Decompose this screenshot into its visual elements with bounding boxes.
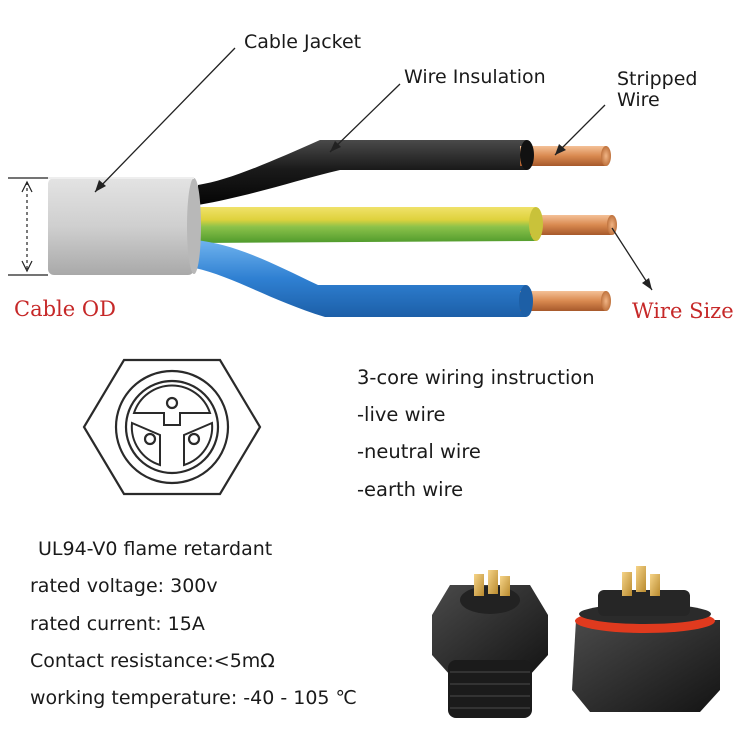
wire-insulation-label: Wire Insulation bbox=[404, 66, 546, 88]
wire-size-label: Wire Size bbox=[632, 299, 734, 323]
plug-connector bbox=[572, 566, 720, 712]
spec-item: rated voltage: 300v bbox=[30, 575, 218, 597]
live-wire-copper bbox=[520, 146, 606, 166]
stripped-wire-label-line1: Stripped bbox=[617, 68, 698, 90]
stripped-wire-leader bbox=[554, 104, 606, 156]
wire-insulation-leader bbox=[329, 83, 401, 153]
cable-jacket bbox=[48, 177, 201, 275]
spec-item: UL94-V0 flame retardant bbox=[38, 538, 273, 560]
neutral-wire-copper bbox=[520, 291, 606, 311]
cable-jacket-leader bbox=[94, 47, 236, 193]
earth-wire bbox=[195, 207, 617, 243]
spec-item: Contact resistance:<5mΩ bbox=[30, 650, 275, 672]
spec-item: rated current: 15A bbox=[30, 613, 205, 635]
wire-size-leader bbox=[611, 227, 653, 291]
instruction-item: -live wire bbox=[357, 403, 446, 426]
neutral-wire bbox=[195, 240, 611, 317]
live-wire bbox=[198, 140, 611, 205]
callout-lines bbox=[94, 47, 653, 291]
stripped-wire-label-line2: Wire bbox=[617, 89, 660, 111]
cable-od-label: Cable OD bbox=[14, 297, 116, 321]
instruction-item: -earth wire bbox=[357, 478, 464, 501]
three-pin-socket-icon bbox=[82, 358, 262, 496]
instruction-item: -neutral wire bbox=[357, 440, 481, 463]
earth-wire-copper bbox=[530, 215, 612, 235]
cable-od-dimension bbox=[8, 177, 48, 276]
spec-item: working temperature: -40 - 105 ℃ bbox=[30, 687, 357, 709]
instructions-title: 3-core wiring instruction bbox=[357, 366, 595, 389]
cable-jacket-label: Cable Jacket bbox=[244, 31, 362, 53]
panel-connector bbox=[432, 570, 548, 718]
